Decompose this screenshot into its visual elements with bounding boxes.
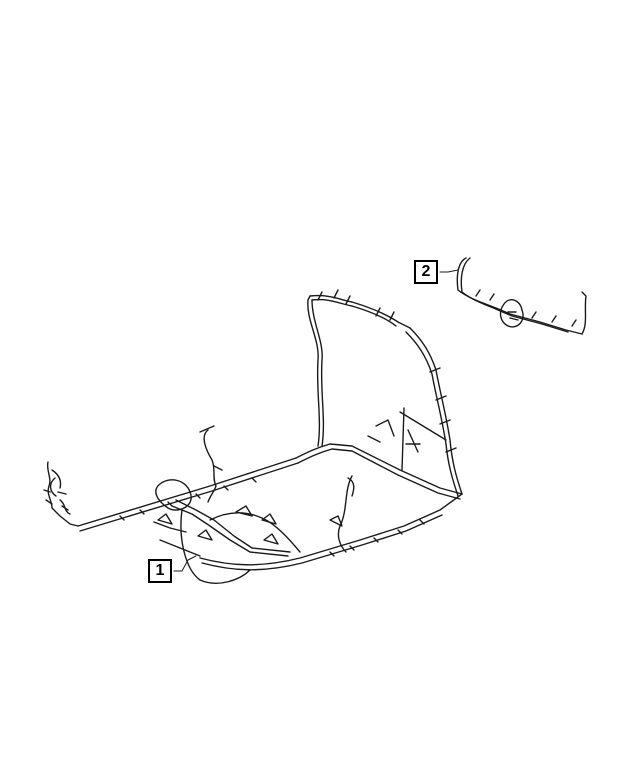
callout-1-leader: [173, 555, 197, 572]
callout-2-leader: [439, 269, 459, 273]
callout-label-2[interactable]: 2: [414, 260, 438, 284]
callout-1-text: 1: [155, 562, 165, 579]
wiring-harness-2: [456, 257, 587, 335]
callout-label-1[interactable]: 1: [148, 559, 172, 583]
callout-leaders: [173, 269, 459, 572]
callout-2-text: 2: [421, 263, 431, 280]
wiring-harness-1: [43, 289, 463, 584]
